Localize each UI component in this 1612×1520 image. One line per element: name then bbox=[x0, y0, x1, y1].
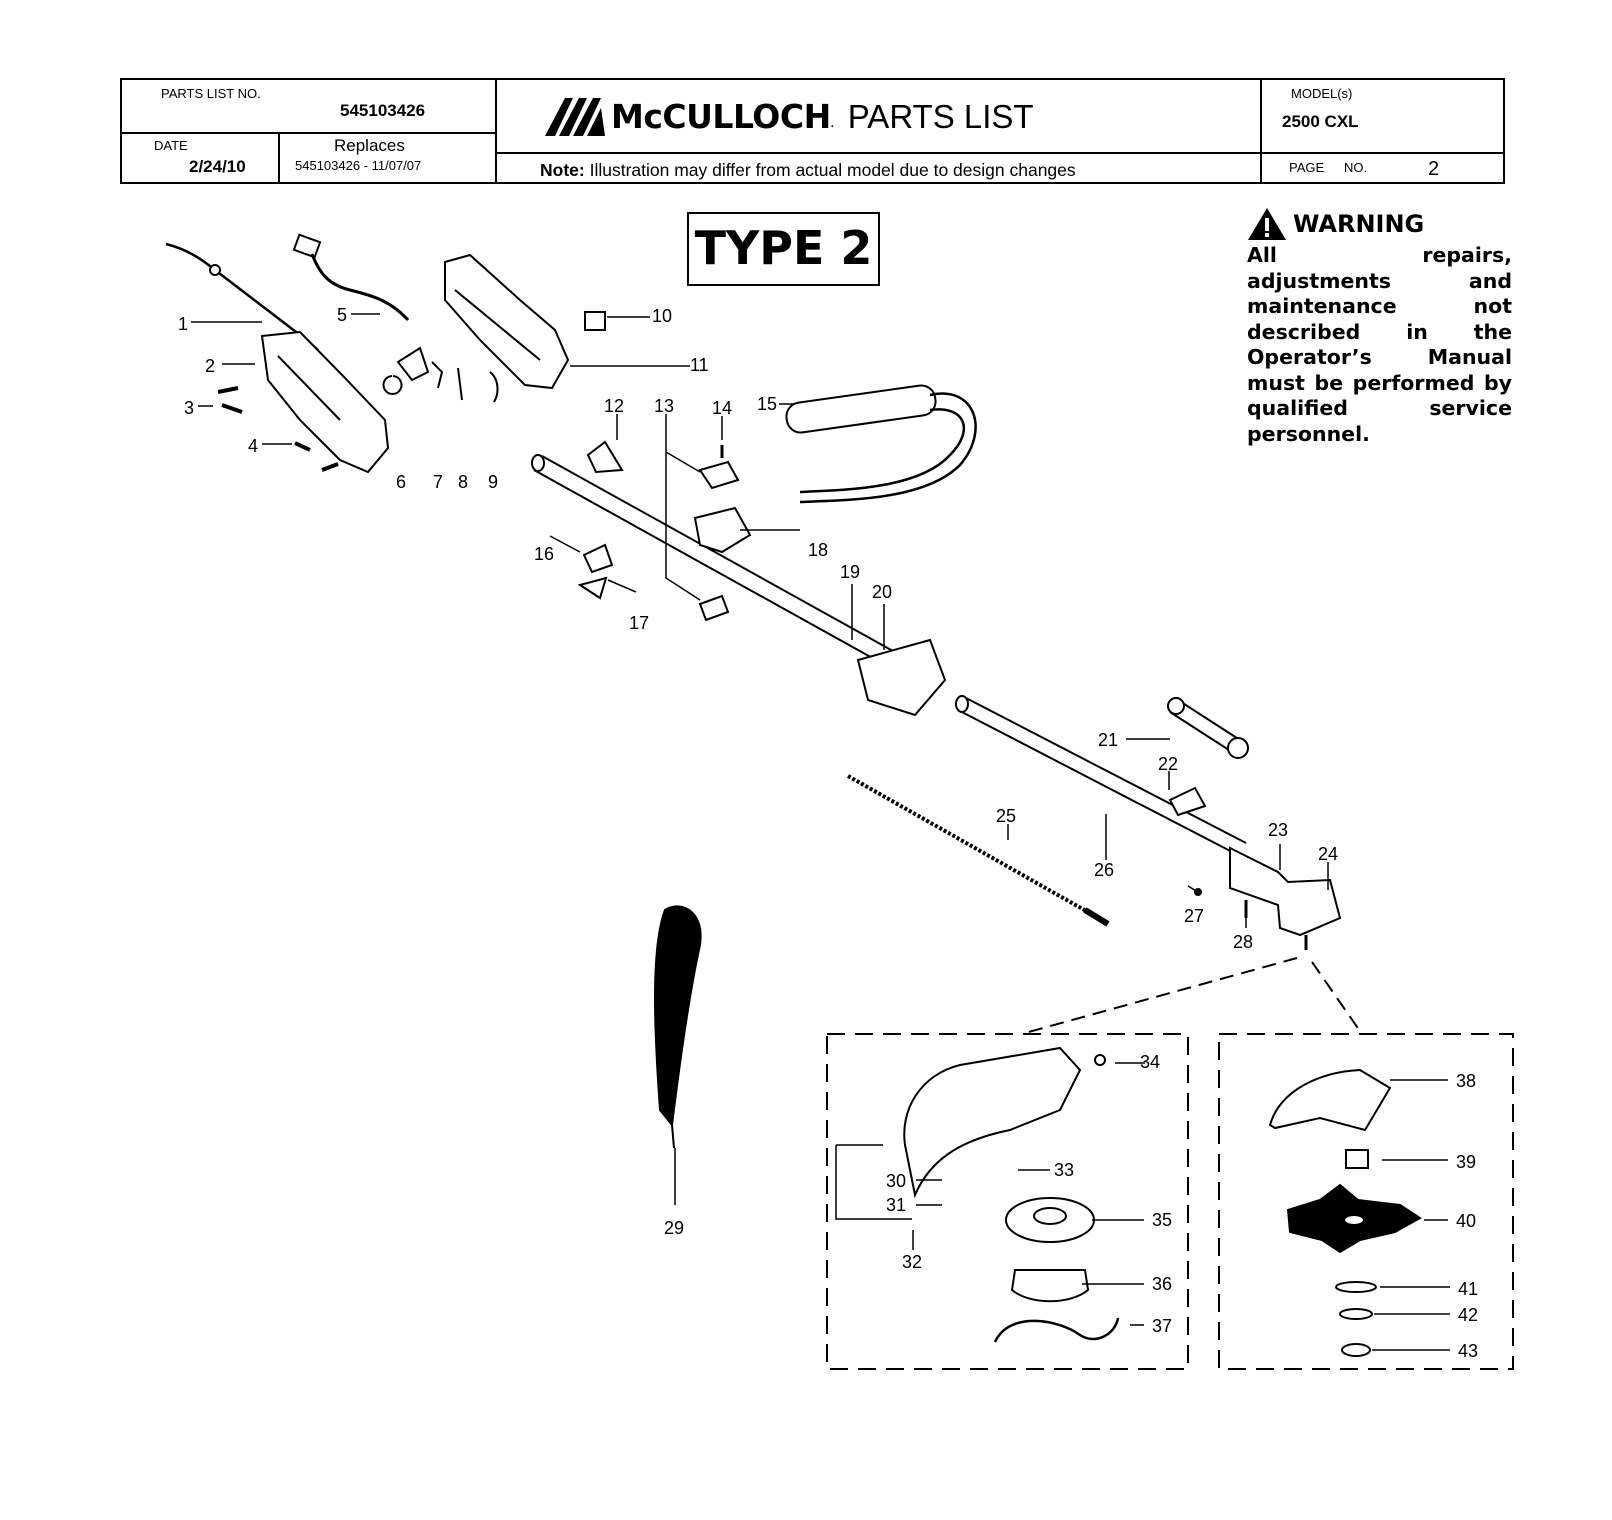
callout-34: 34 bbox=[1140, 1052, 1160, 1072]
date-label: DATE bbox=[154, 138, 188, 153]
parts-list-no-label: PARTS LIST NO. bbox=[161, 86, 261, 101]
callout-30: 30 bbox=[886, 1171, 906, 1191]
callout-3: 3 bbox=[184, 398, 194, 418]
callout-10: 10 bbox=[652, 306, 672, 326]
callout-16: 16 bbox=[534, 544, 554, 564]
callout-41: 41 bbox=[1458, 1279, 1478, 1299]
callout-19: 19 bbox=[840, 562, 860, 582]
callout-9: 9 bbox=[488, 472, 498, 492]
callout-4: 4 bbox=[248, 436, 258, 456]
callout-36: 36 bbox=[1152, 1274, 1172, 1294]
callout-33: 33 bbox=[1054, 1160, 1074, 1180]
header-divider bbox=[495, 80, 497, 182]
header-table: PARTS LIST NO. 545103426 DATE 2/24/10 Re… bbox=[120, 78, 1505, 184]
parts-list-title: PARTS LIST bbox=[847, 97, 1034, 135]
callout-35: 35 bbox=[1152, 1210, 1172, 1230]
mcculloch-chevron-icon bbox=[545, 97, 605, 136]
replaces-label: Replaces bbox=[334, 136, 405, 155]
callout-40: 40 bbox=[1456, 1211, 1476, 1231]
warning-triangle-icon bbox=[1248, 208, 1286, 240]
callout-24: 24 bbox=[1318, 844, 1338, 864]
header-divider bbox=[495, 152, 1503, 154]
callout-5: 5 bbox=[337, 305, 347, 325]
replaces-value: 545103426 - 11/07/07 bbox=[295, 158, 422, 173]
callout-22: 22 bbox=[1158, 754, 1178, 774]
brand-name: McCULLOCH bbox=[611, 97, 831, 136]
callout-43: 43 bbox=[1458, 1341, 1478, 1361]
callout-42: 42 bbox=[1458, 1305, 1478, 1325]
type-label: TYPE 2 bbox=[687, 212, 880, 286]
callout-32: 32 bbox=[902, 1252, 922, 1272]
callout-14: 14 bbox=[712, 398, 732, 418]
callout-15: 15 bbox=[757, 394, 777, 414]
callout-38: 38 bbox=[1456, 1071, 1476, 1091]
note: Note: Illustration may differ from actua… bbox=[540, 160, 1076, 181]
callout-13: 13 bbox=[654, 396, 674, 416]
model-value: 2500 CXL bbox=[1282, 112, 1359, 131]
callout-7: 7 bbox=[433, 472, 443, 492]
note-label: Note: bbox=[540, 160, 585, 180]
page-label: PAGE bbox=[1289, 160, 1325, 175]
callout-6: 6 bbox=[396, 472, 406, 492]
warning-heading: WARNING bbox=[1293, 210, 1425, 238]
header-divider bbox=[122, 132, 497, 134]
callout-23: 23 bbox=[1268, 820, 1288, 840]
callout-21: 21 bbox=[1098, 730, 1118, 750]
callout-18: 18 bbox=[808, 540, 828, 560]
page-number: 2 bbox=[1428, 158, 1440, 180]
callout-26: 26 bbox=[1094, 860, 1114, 880]
callout-39: 39 bbox=[1456, 1152, 1476, 1172]
callout-11: 11 bbox=[690, 355, 709, 375]
brand-logo: McCULLOCH . PARTS LIST bbox=[545, 97, 1034, 136]
note-text: Illustration may differ from actual mode… bbox=[589, 160, 1076, 180]
warning-text: All repairs, adjustments and maintenance… bbox=[1247, 243, 1512, 446]
page-no-label: NO. bbox=[1344, 160, 1368, 175]
callout-17: 17 bbox=[629, 613, 649, 633]
callout-25: 25 bbox=[996, 806, 1016, 826]
header-divider bbox=[1260, 80, 1262, 182]
brand-mark: . bbox=[830, 118, 834, 130]
callout-12: 12 bbox=[604, 396, 624, 416]
callout-29: 29 bbox=[664, 1218, 684, 1238]
date-value: 2/24/10 bbox=[189, 157, 246, 176]
parts-list-no: 545103426 bbox=[340, 101, 426, 120]
callout-8: 8 bbox=[458, 472, 468, 492]
callout-37: 37 bbox=[1152, 1316, 1172, 1336]
callout-27: 27 bbox=[1184, 906, 1204, 926]
callout-1: 1 bbox=[178, 314, 188, 334]
warning-box: WARNING All repairs, adjustments and mai… bbox=[1247, 207, 1512, 447]
header-divider bbox=[278, 132, 280, 182]
models-label: MODEL(s) bbox=[1291, 86, 1353, 101]
callout-31: 31 bbox=[886, 1195, 906, 1215]
callout-20: 20 bbox=[872, 582, 892, 602]
callout-2: 2 bbox=[205, 356, 215, 376]
callout-28: 28 bbox=[1233, 932, 1253, 952]
